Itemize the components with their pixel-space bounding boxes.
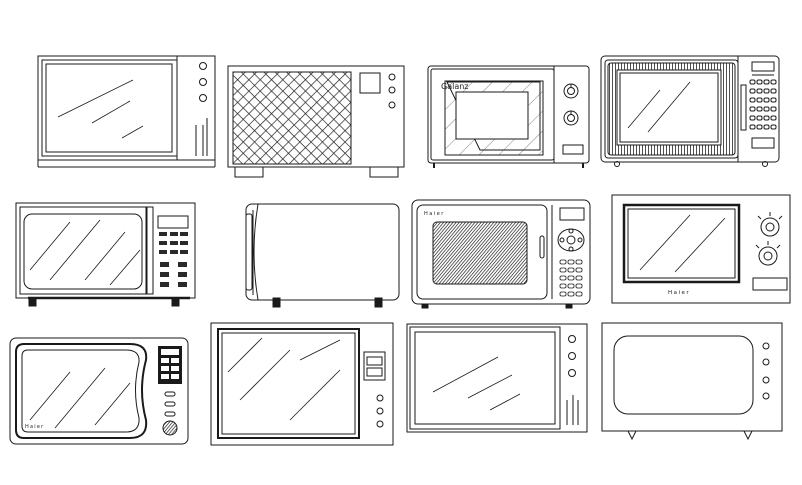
brand-label-haier-8: Haier	[668, 290, 690, 296]
microwave-9-haier	[9, 337, 189, 445]
brand-label-haier-7: Haier	[424, 211, 445, 217]
microwave-8-haier	[611, 194, 791, 304]
brand-label-galanz: Galanz	[441, 82, 469, 91]
microwave-11	[406, 323, 588, 433]
keypad-grid-7	[559, 259, 583, 297]
microwave-3-galanz	[427, 65, 590, 168]
microwave-7-haier	[411, 199, 591, 309]
microwave-2	[227, 65, 405, 178]
keypad-dark	[159, 232, 188, 287]
microwave-1	[37, 55, 216, 168]
microwave-10	[210, 322, 394, 446]
brand-label-haier-9: Haier	[25, 424, 44, 430]
microwave-6	[245, 203, 400, 308]
keypad-grid	[749, 79, 777, 130]
microwave-5	[15, 202, 196, 307]
microwave-12	[601, 322, 783, 441]
microwave-4	[600, 55, 780, 167]
